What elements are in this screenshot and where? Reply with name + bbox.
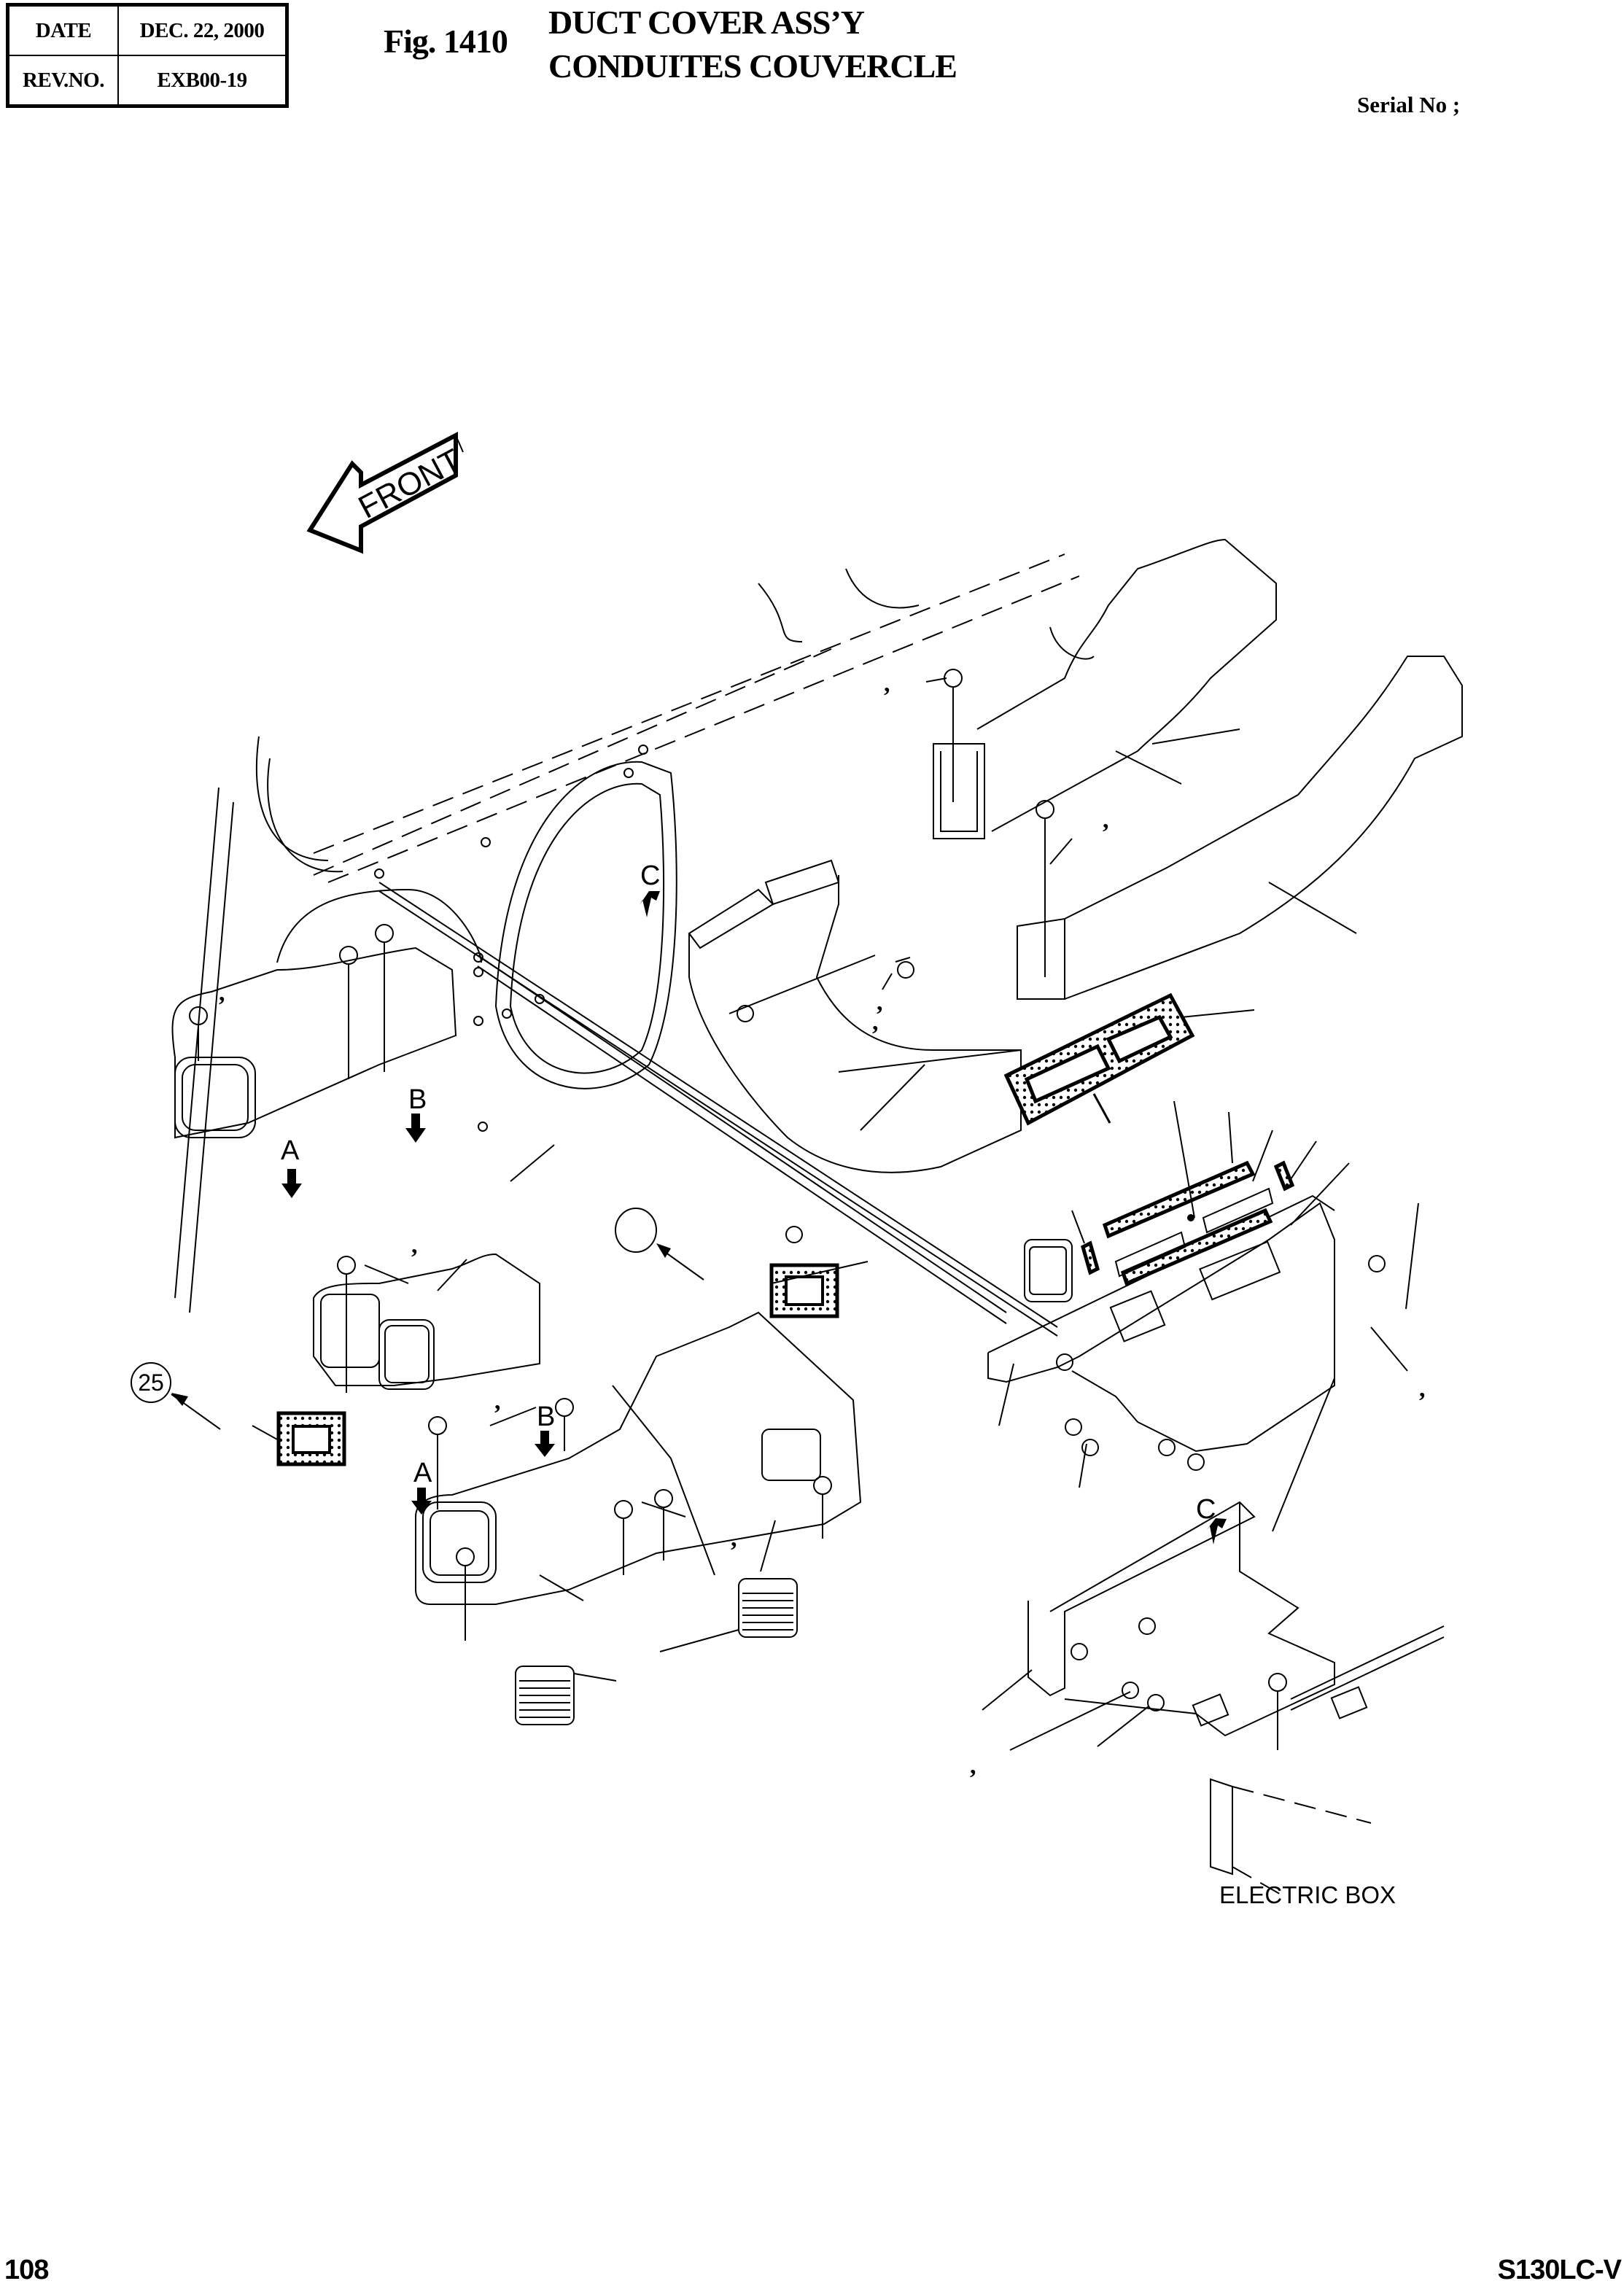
part-ref-mark: , [494, 1388, 501, 1415]
bolt-icon [189, 1006, 208, 1061]
nut-icon [502, 1009, 512, 1019]
view-marker-c-upper: C [640, 860, 660, 917]
view-marker-a-upper: A [281, 1135, 302, 1198]
dash-panel-cover [987, 1160, 1335, 1453]
part-ref-mark: , [411, 1232, 418, 1259]
bolt-icon [375, 924, 394, 1072]
duct-lower-left [313, 1253, 540, 1390]
revision-label: REV.NO. [7, 55, 119, 107]
page-number: 108 [4, 2255, 49, 2285]
title-english: DUCT COVER ASS’Y [548, 4, 865, 41]
bolt-icon [944, 669, 963, 802]
view-marker-a-lower: A [411, 1458, 432, 1515]
bolt-icon [339, 946, 358, 1079]
clip-icon [1187, 1453, 1205, 1471]
clip-icon [1122, 1682, 1139, 1699]
nut-icon [473, 1016, 483, 1026]
view-marker-c-lower: C [1196, 1494, 1227, 1544]
clip-icon [1056, 1353, 1073, 1371]
bolt-icon [654, 1489, 673, 1561]
side-cover-lower-right [1027, 1501, 1445, 1897]
clip-icon [897, 961, 914, 979]
nut-icon [481, 837, 491, 847]
bolt-icon [813, 1476, 832, 1539]
part-ref-mark: , [872, 1009, 879, 1035]
view-marker-b-upper: B [405, 1084, 427, 1143]
part-ref-mark: , [219, 979, 225, 1006]
leader-lines [252, 677, 1419, 1751]
nut-icon [638, 745, 648, 755]
date-label: DATE [7, 4, 119, 56]
duct-center [688, 859, 1022, 1173]
duct-upper-right [933, 538, 1277, 839]
nut-icon [478, 1122, 488, 1132]
bolt-icon [1036, 800, 1054, 977]
figure-number: Fig. 1410 [384, 23, 508, 60]
gasket-left [276, 1411, 346, 1466]
part-ref-mark: , [1419, 1375, 1426, 1402]
revision-row: REV.NO. EXB00-19 [7, 55, 288, 107]
bolt-icon [337, 1256, 356, 1393]
clip-icon [1081, 1439, 1099, 1456]
serial-number-label: Serial No ; [1357, 92, 1461, 117]
date-row: DATE DEC. 22, 2000 [7, 4, 288, 56]
clip-icon [1138, 1617, 1156, 1635]
louver-grille-2 [515, 1666, 575, 1725]
nut-icon [473, 952, 483, 963]
title-french: CONDUITES COUVERCLE [548, 47, 957, 85]
gasket-center [769, 1263, 839, 1318]
front-arrow-icon: FRONT [306, 432, 467, 554]
nut-icon [374, 868, 384, 879]
clip-icon [1368, 1255, 1386, 1272]
view-marker-b-lower: B [535, 1402, 555, 1457]
model-number: S130LC-V [1497, 2255, 1622, 2285]
part-ref-mark: , [731, 1525, 737, 1552]
clip-icon [737, 1005, 754, 1022]
view-marker-letter: C [640, 860, 660, 891]
clip-icon [1158, 1439, 1176, 1456]
access-opening [494, 761, 677, 1089]
plug-cap [615, 1208, 704, 1280]
part-ref-mark: , [970, 1752, 976, 1779]
callout-25-number: 25 [138, 1369, 164, 1396]
indicator-dot [1187, 1214, 1194, 1221]
electric-box-label: ELECTRIC BOX [1219, 1881, 1396, 1908]
clip-icon [1147, 1694, 1165, 1711]
cab-frame-outline [174, 553, 1080, 1313]
bolt-icon [428, 1416, 447, 1509]
date-value: DEC. 22, 2000 [117, 4, 288, 56]
bolt-icon [614, 1500, 633, 1575]
view-marker-letter: A [413, 1458, 432, 1488]
duct-lower-right [1017, 656, 1463, 1000]
clip-icon [785, 1226, 803, 1243]
support-bar [378, 882, 1058, 1337]
bolt-icon [456, 1547, 475, 1641]
duct-left-rear [171, 888, 482, 1139]
revision-table: DATE DEC. 22, 2000 REV.NO. EXB00-19 [6, 3, 289, 108]
duct-gasket-frame [1003, 992, 1195, 1126]
nut-icon [623, 768, 634, 778]
part-ref-mark: , [884, 670, 890, 697]
louver-grille-1 [738, 1578, 798, 1638]
bolt-icon [1268, 1673, 1287, 1750]
floor-duct-cover [415, 1311, 862, 1605]
clip-icon [1065, 1418, 1082, 1436]
revision-value: EXB00-19 [117, 55, 288, 107]
fasteners [189, 669, 1386, 1750]
bolt-icon [555, 1398, 574, 1451]
view-marker-letter: B [408, 1084, 427, 1115]
part-ref-mark: , [877, 989, 883, 1016]
callout-25: 25 [131, 1362, 221, 1430]
clip-icon [1071, 1643, 1088, 1660]
view-marker-letter: B [537, 1402, 555, 1432]
nut-icon [535, 994, 545, 1004]
view-marker-letter: C [1196, 1494, 1216, 1525]
part-ref-mark: , [1103, 807, 1109, 833]
nut-icon [473, 967, 483, 977]
front-label: FRONT [353, 442, 467, 525]
part-reference-marks: , , , , , , , , , , [219, 670, 1426, 1779]
view-marker-letter: A [281, 1135, 300, 1166]
